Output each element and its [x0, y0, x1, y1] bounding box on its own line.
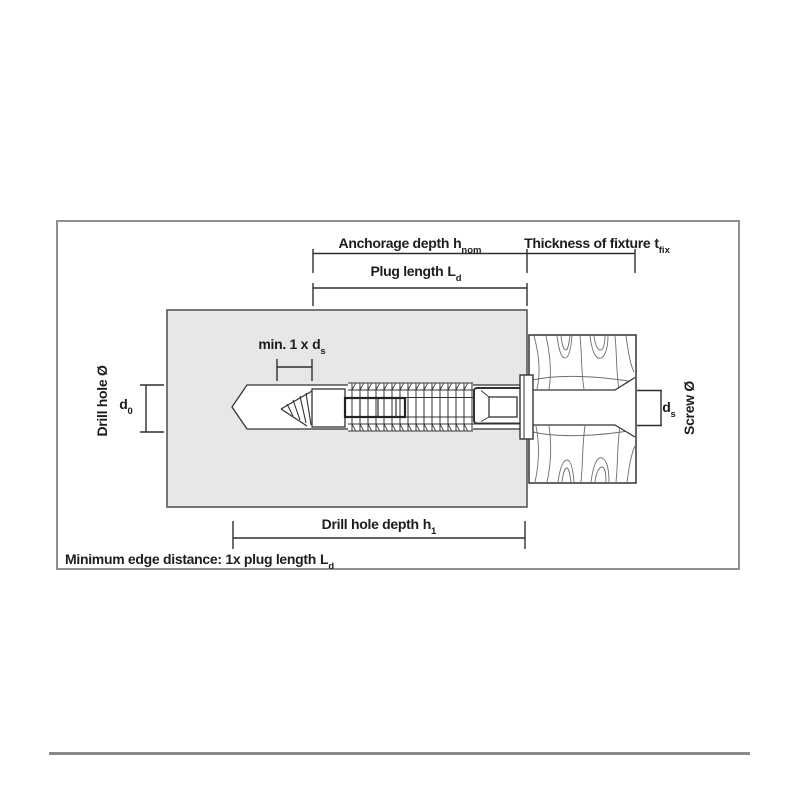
label-drill-hole-dia: Drill hole Ø	[94, 365, 110, 437]
dim-fixture-thickness	[527, 249, 636, 273]
plug-rear-sleeve	[473, 387, 523, 425]
plug-collar	[519, 374, 534, 440]
dim-plug-length	[312, 283, 528, 306]
screw-shank-inside-plug	[343, 396, 407, 419]
label-screw-dia: Screw Ø	[681, 381, 697, 435]
label-ds: ds	[662, 399, 676, 420]
dim-min-1xds	[276, 359, 313, 381]
wood-grain	[532, 335, 636, 483]
dimension-lines	[140, 249, 662, 549]
label-d0: d0	[119, 396, 133, 417]
screw-tip	[280, 390, 313, 427]
diagram-frame	[56, 220, 740, 570]
plug-ribbed-body	[343, 382, 520, 432]
dim-drill-hole-depth	[232, 521, 526, 549]
dim-screw-dia	[637, 389, 662, 427]
dim-drill-hole-dia	[140, 384, 164, 433]
plug-front-sleeve	[311, 388, 346, 428]
screw-shaft	[531, 376, 636, 438]
footer-divider	[49, 752, 750, 755]
